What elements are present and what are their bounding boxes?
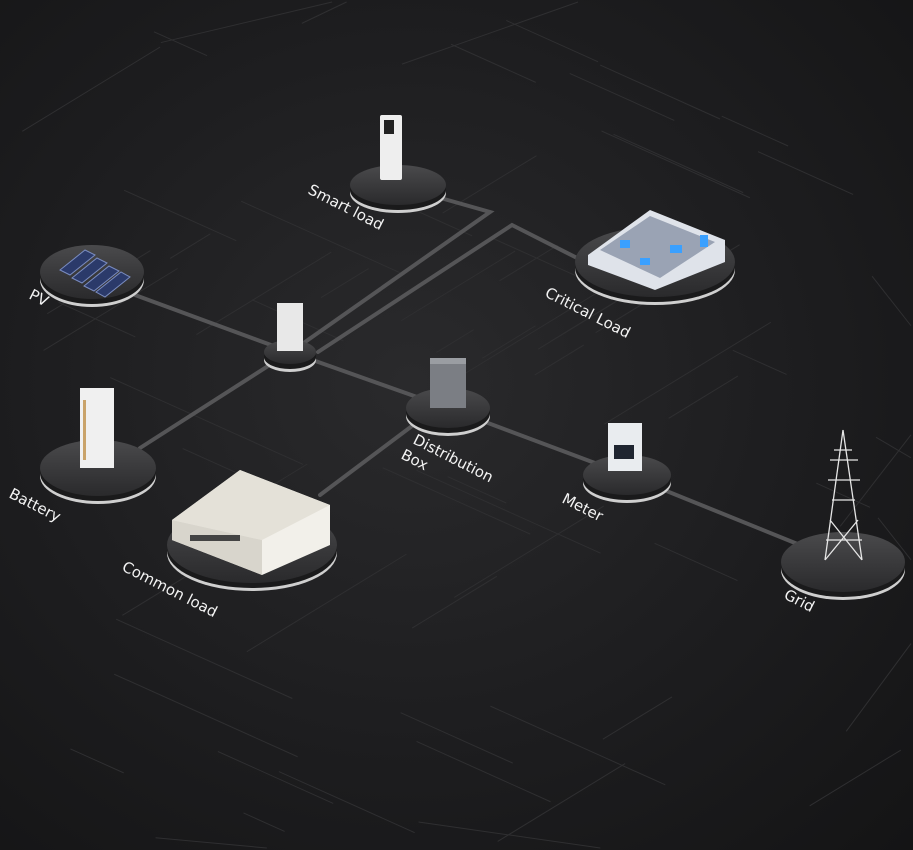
- grid-stroke: [70, 748, 124, 774]
- smart-load-node[interactable]: [380, 115, 402, 180]
- grid-stroke: [243, 812, 285, 832]
- grid-stroke: [450, 43, 536, 83]
- building-icon: [172, 470, 330, 575]
- grid-stroke: [153, 31, 208, 57]
- grid-stroke: [196, 251, 332, 335]
- grid-stroke: [602, 696, 673, 740]
- grid-stroke: [278, 771, 415, 834]
- grid-stroke: [169, 233, 211, 259]
- grid-stroke: [499, 244, 558, 282]
- grid-stroke: [416, 741, 551, 803]
- distribution-box-node[interactable]: [430, 358, 466, 408]
- grid-stroke: [816, 482, 871, 508]
- grid-stroke: [320, 268, 369, 298]
- line-hub-battery: [138, 350, 292, 450]
- inverter-icon: [277, 303, 303, 351]
- grid-stroke: [481, 325, 536, 359]
- grid-stroke: [416, 469, 601, 554]
- grid-stroke: [600, 64, 721, 120]
- grid-stroke: [845, 643, 912, 732]
- grid-stroke: [436, 329, 474, 353]
- grid-stroke: [604, 321, 772, 425]
- platform-meter: [583, 455, 671, 503]
- common-load-node[interactable]: [172, 470, 330, 575]
- hub-node[interactable]: [277, 303, 303, 351]
- grid-stroke: [454, 505, 604, 598]
- grid-stroke: [721, 115, 789, 147]
- grid-stroke: [601, 130, 751, 199]
- grid-stroke: [217, 751, 334, 804]
- grid-stroke: [411, 575, 498, 629]
- grid-stroke: [155, 837, 267, 849]
- grid-stroke: [418, 821, 601, 849]
- line-critical-hub: [316, 222, 587, 354]
- grid-stroke: [877, 517, 912, 561]
- grid-stroke: [668, 375, 739, 419]
- grid-stroke: [240, 200, 401, 274]
- grid-stroke: [246, 553, 407, 653]
- grid-stroke: [400, 712, 513, 764]
- platform-smart-load: [350, 165, 446, 213]
- grid-stroke: [809, 749, 902, 807]
- grid-stroke: [490, 705, 666, 786]
- grid-stroke: [839, 434, 912, 527]
- battery-node[interactable]: [80, 388, 114, 468]
- grid-stroke: [569, 72, 675, 121]
- solar-panel-icon: [59, 249, 131, 298]
- grid-stroke: [654, 542, 738, 582]
- grid-stroke: [458, 277, 622, 378]
- grid-node[interactable]: [824, 429, 863, 561]
- line-smartload-hub: [303, 193, 495, 344]
- meter-node[interactable]: [608, 423, 642, 471]
- transmission-tower-icon: [824, 429, 863, 561]
- grid-stroke: [497, 763, 626, 842]
- grid-stroke: [115, 618, 293, 699]
- grid-stroke: [382, 467, 531, 535]
- platform-grid: [781, 532, 905, 600]
- grid-stroke: [43, 268, 178, 351]
- critical-load-node[interactable]: [588, 210, 725, 290]
- grid-stroke: [875, 436, 912, 459]
- grid-stroke: [757, 151, 854, 195]
- grid-stroke: [489, 236, 586, 281]
- charger-screen: [384, 120, 394, 134]
- grid-stroke: [871, 275, 912, 327]
- grid-stroke: [110, 377, 304, 465]
- cabinet-icon: [430, 358, 466, 408]
- grid-stroke: [447, 476, 507, 504]
- grid-stroke: [534, 344, 584, 376]
- grid-stroke: [160, 1, 333, 44]
- grid-stroke: [401, 250, 516, 322]
- grid-stroke: [301, 1, 347, 24]
- grid-stroke: [123, 189, 237, 242]
- line-common-distribution: [318, 418, 422, 497]
- grid-stroke: [506, 20, 599, 63]
- grid-stroke: [401, 1, 579, 65]
- line-pv-hub: [133, 293, 292, 354]
- grid-stroke: [613, 133, 744, 194]
- grid-stroke: [114, 673, 298, 758]
- pv-node[interactable]: [59, 249, 131, 298]
- grid-stroke: [732, 349, 787, 375]
- grid-stroke: [58, 301, 136, 338]
- factory-floor-icon: [588, 210, 725, 290]
- grid-stroke: [22, 46, 161, 132]
